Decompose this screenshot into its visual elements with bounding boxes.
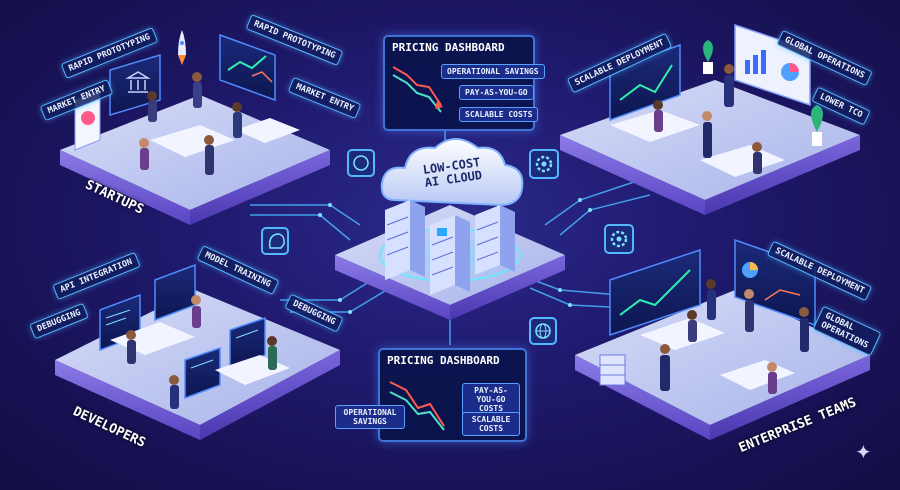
top-tag-pay-as-you-go: PAY-AS-YOU-GO bbox=[459, 85, 534, 101]
bottom-pricing-dashboard: PRICING DASHBOARD PAY-AS-YOU-GO COSTS SC… bbox=[378, 348, 527, 442]
scalable-platform bbox=[560, 23, 860, 215]
cloud-shape bbox=[380, 138, 524, 207]
bottom-dashboard-title: PRICING DASHBOARD bbox=[387, 354, 500, 367]
sparkle-icon: ✦ bbox=[855, 440, 872, 464]
bottom-tag-scalable-costs: SCALABLE COSTS bbox=[462, 412, 520, 437]
gear-icon-2 bbox=[604, 224, 634, 254]
bank-icon bbox=[125, 71, 151, 93]
server-racks bbox=[385, 200, 515, 295]
top-tag-scalable-costs: SCALABLE COSTS bbox=[459, 107, 539, 123]
network-globe-icon bbox=[529, 317, 557, 345]
bottom-dashboard-chart bbox=[389, 381, 445, 431]
developers-platform bbox=[55, 263, 340, 440]
startups-platform bbox=[60, 30, 330, 225]
bottom-tag-pay-as-you-go: PAY-AS-YOU-GO COSTS bbox=[462, 383, 520, 417]
ai-chip-icon bbox=[347, 149, 375, 177]
top-pricing-dashboard: PRICING DASHBOARD OPERATIONAL SAVINGS PA… bbox=[383, 35, 545, 131]
top-tag-operational-savings: OPERATIONAL SAVINGS bbox=[441, 64, 545, 80]
rocket-icon bbox=[178, 30, 186, 65]
ai-head-icon bbox=[261, 227, 289, 255]
top-dashboard-chart bbox=[392, 66, 443, 113]
top-dashboard-title: PRICING DASHBOARD bbox=[392, 41, 505, 54]
gear-icon bbox=[529, 149, 559, 179]
bottom-tag-operational-savings: OPERATIONAL SAVINGS bbox=[335, 405, 405, 430]
